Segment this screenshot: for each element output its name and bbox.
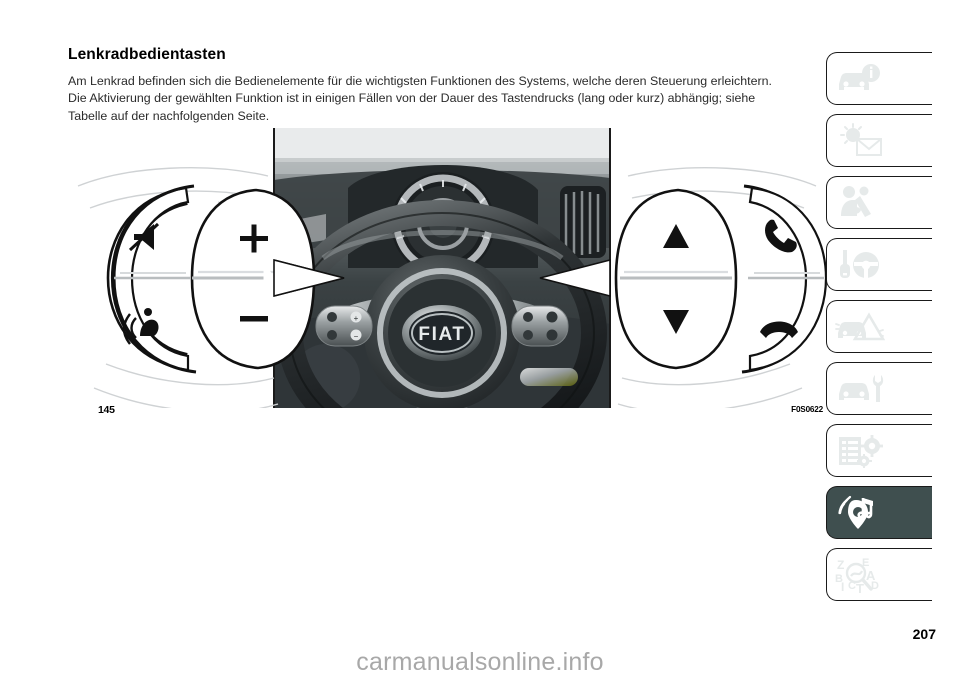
- section-tab-rail: Z B I C T E A D: [826, 52, 936, 610]
- photo-right-controls: [511, 305, 569, 347]
- alphabet-magnifier-icon: Z B I C T E A D: [835, 556, 885, 594]
- triangle-up-icon: [663, 224, 689, 248]
- tab-index[interactable]: Z B I C T E A D: [826, 548, 932, 601]
- left-callout-pointer: [168, 258, 345, 298]
- tab-knowing-car[interactable]: [826, 52, 932, 105]
- svg-text:A: A: [866, 568, 876, 583]
- svg-text:T: T: [856, 581, 864, 594]
- page-number: 207: [912, 626, 936, 642]
- list-gears-icon: [835, 432, 885, 470]
- steering-wheel-photo: FIAT + −: [274, 128, 610, 408]
- key-steering-wheel-icon: [835, 246, 885, 284]
- phone-hangup-icon: [760, 321, 798, 338]
- air-vent: [560, 186, 606, 258]
- svg-text:C: C: [848, 580, 856, 592]
- left-control-cluster: [77, 167, 316, 408]
- tab-safety[interactable]: [826, 176, 932, 229]
- car-warning-triangle-icon: [835, 308, 885, 346]
- svg-text:+: +: [354, 314, 359, 323]
- right-control-cluster: [614, 167, 828, 408]
- tab-infotainment[interactable]: [826, 486, 932, 539]
- warning-light-mail-icon: [835, 122, 885, 160]
- figure-code: F0S0622: [791, 405, 823, 414]
- music-pin-wifi-icon: [835, 494, 885, 532]
- text-column: Lenkradbedientasten Am Lenkrad befinden …: [68, 46, 825, 125]
- minus-icon: [240, 316, 268, 322]
- phone-handset-icon: [765, 219, 797, 253]
- mute-speaker-icon: [128, 222, 160, 252]
- figure-number: 145: [98, 404, 115, 416]
- paragraph-line: Die Aktivierung der gewählten Funktion i…: [68, 91, 756, 106]
- intro-paragraph: Am Lenkrad befinden sich die Bedieneleme…: [68, 73, 825, 125]
- paragraph-line: Tabelle auf der nachfolgenden Seite.: [68, 108, 270, 123]
- fiat-badge: FIAT: [402, 305, 482, 361]
- triangle-down-icon: [663, 310, 689, 334]
- tab-technical-data[interactable]: [826, 424, 932, 477]
- tab-maintenance[interactable]: [826, 362, 932, 415]
- tab-dashboard-warnings[interactable]: [826, 114, 932, 167]
- steering-wheel-hub: FIAT: [364, 255, 520, 408]
- steering-wheel-figure: FIAT + −: [77, 128, 828, 408]
- svg-text:D: D: [871, 580, 879, 592]
- svg-text:E: E: [862, 557, 869, 569]
- svg-text:B: B: [835, 573, 843, 585]
- voice-command-icon: [122, 308, 159, 345]
- car-wrench-icon: [835, 370, 885, 408]
- svg-text:Z: Z: [837, 558, 844, 572]
- phone-rocker-button[interactable]: [748, 186, 828, 372]
- page-title: Lenkradbedientasten: [68, 46, 226, 63]
- seatbelt-person-icon: [835, 184, 885, 222]
- fiat-badge-text: FIAT: [418, 324, 465, 345]
- figure-block: FIAT + −: [68, 128, 828, 428]
- paragraph-line: Am Lenkrad befinden sich die Bedieneleme…: [68, 74, 772, 88]
- photo-left-controls: + −: [315, 305, 373, 347]
- tab-starting-driving[interactable]: [826, 238, 932, 291]
- svg-text:I: I: [841, 580, 844, 594]
- right-callout-pointer: [539, 258, 611, 298]
- car-info-icon: [835, 60, 885, 98]
- svg-text:−: −: [354, 332, 359, 341]
- tab-emergency[interactable]: [826, 300, 932, 353]
- plus-icon: [240, 224, 268, 253]
- site-watermark: carmanualsonline.info: [356, 648, 604, 676]
